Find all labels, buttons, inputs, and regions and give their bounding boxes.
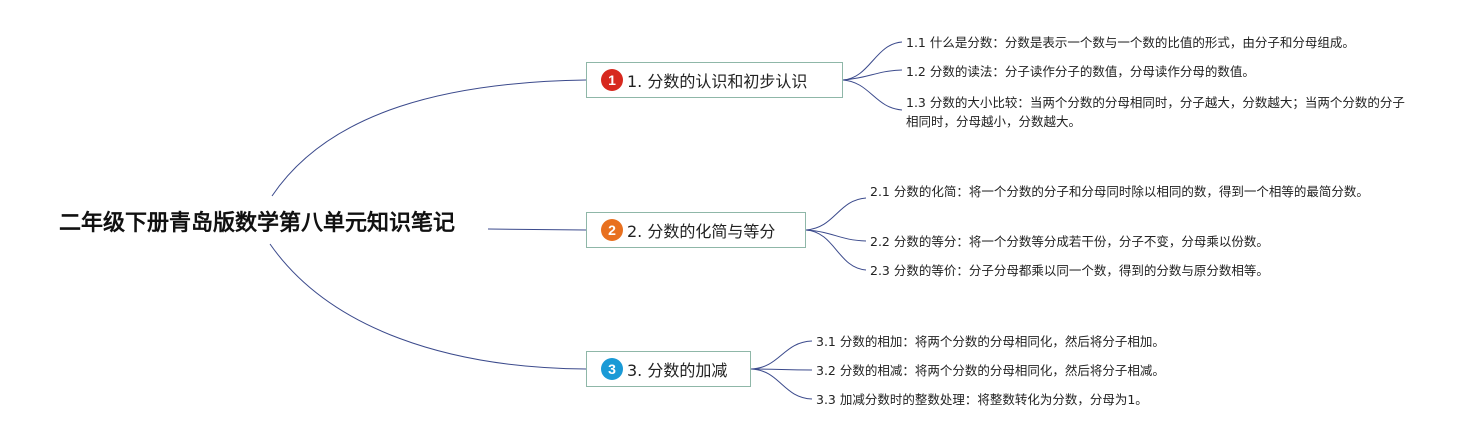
- root-to-topic-1-line: [271, 79, 587, 197]
- topic-2-to-item-2-line: [805, 229, 867, 242]
- number-badge-3-icon: 3: [601, 358, 623, 380]
- topic-3-to-item-1-line: [750, 340, 813, 370]
- leaf-3-3[interactable]: 3.3 加减分数时的整数处理：将整数转化为分数，分母为1。: [816, 392, 1148, 407]
- root-title: 二年级下册青岛版数学第八单元知识笔记: [58, 211, 455, 236]
- leaf-1-2[interactable]: 1.2 分数的读法：分子读作分子的数值，分母读作分母的数值。: [906, 64, 1255, 79]
- leaf-1-3[interactable]: 1.3 分数的大小比较：当两个分数的分母相同时，分子越大，分数越大；当两个分数的…: [906, 95, 1405, 129]
- topic-3-to-item-2-line: [750, 368, 813, 371]
- number-badge-2-icon: 2: [601, 219, 623, 241]
- topic-1-to-item-3-line: [842, 79, 903, 111]
- topic-1-to-item-1-line: [842, 41, 903, 81]
- leaf-2-3[interactable]: 2.3 分数的等价：分子分母都乘以同一个数，得到的分数与原分数相等。: [870, 263, 1269, 278]
- leaf-3-1[interactable]: 3.1 分数的相加：将两个分数的分母相同化，然后将分子相加。: [816, 334, 1165, 349]
- topic-2-to-item-1-line: [805, 197, 867, 231]
- number-badge-1-icon: 1: [601, 69, 623, 91]
- topic-1-to-item-2-line: [842, 69, 903, 81]
- topic-3-to-item-3-line: [750, 368, 813, 400]
- topic-1-label: 1. 分数的认识和初步认识: [627, 72, 808, 91]
- root-topic[interactable]: 二年级下册青岛版数学第八单元知识笔记: [26, 199, 488, 243]
- topic-2-to-item-3-line: [805, 229, 867, 271]
- leaf-3-2[interactable]: 3.2 分数的相减：将两个分数的分母相同化，然后将分子相减。: [816, 363, 1165, 378]
- topic-2-label: 2. 分数的化简与等分: [627, 222, 776, 241]
- root-to-topic-2-line: [487, 228, 587, 231]
- leaf-1-1[interactable]: 1.1 什么是分数：分数是表示一个数与一个数的比值的形式，由分子和分母组成。: [906, 35, 1355, 50]
- root-to-topic-3-line: [269, 243, 587, 370]
- topic-2[interactable]: 2 2. 分数的化简与等分: [586, 212, 806, 248]
- topic-3[interactable]: 3 3. 分数的加减: [586, 351, 751, 387]
- topic-3-label: 3. 分数的加减: [627, 361, 728, 380]
- topic-1[interactable]: 1 1. 分数的认识和初步认识: [586, 62, 843, 98]
- leaf-2-1[interactable]: 2.1 分数的化简：将一个分数的分子和分母同时除以相同的数，得到一个相等的最简分…: [870, 184, 1369, 199]
- leaf-2-2[interactable]: 2.2 分数的等分：将一个分数等分成若干份，分子不变，分母乘以份数。: [870, 234, 1269, 249]
